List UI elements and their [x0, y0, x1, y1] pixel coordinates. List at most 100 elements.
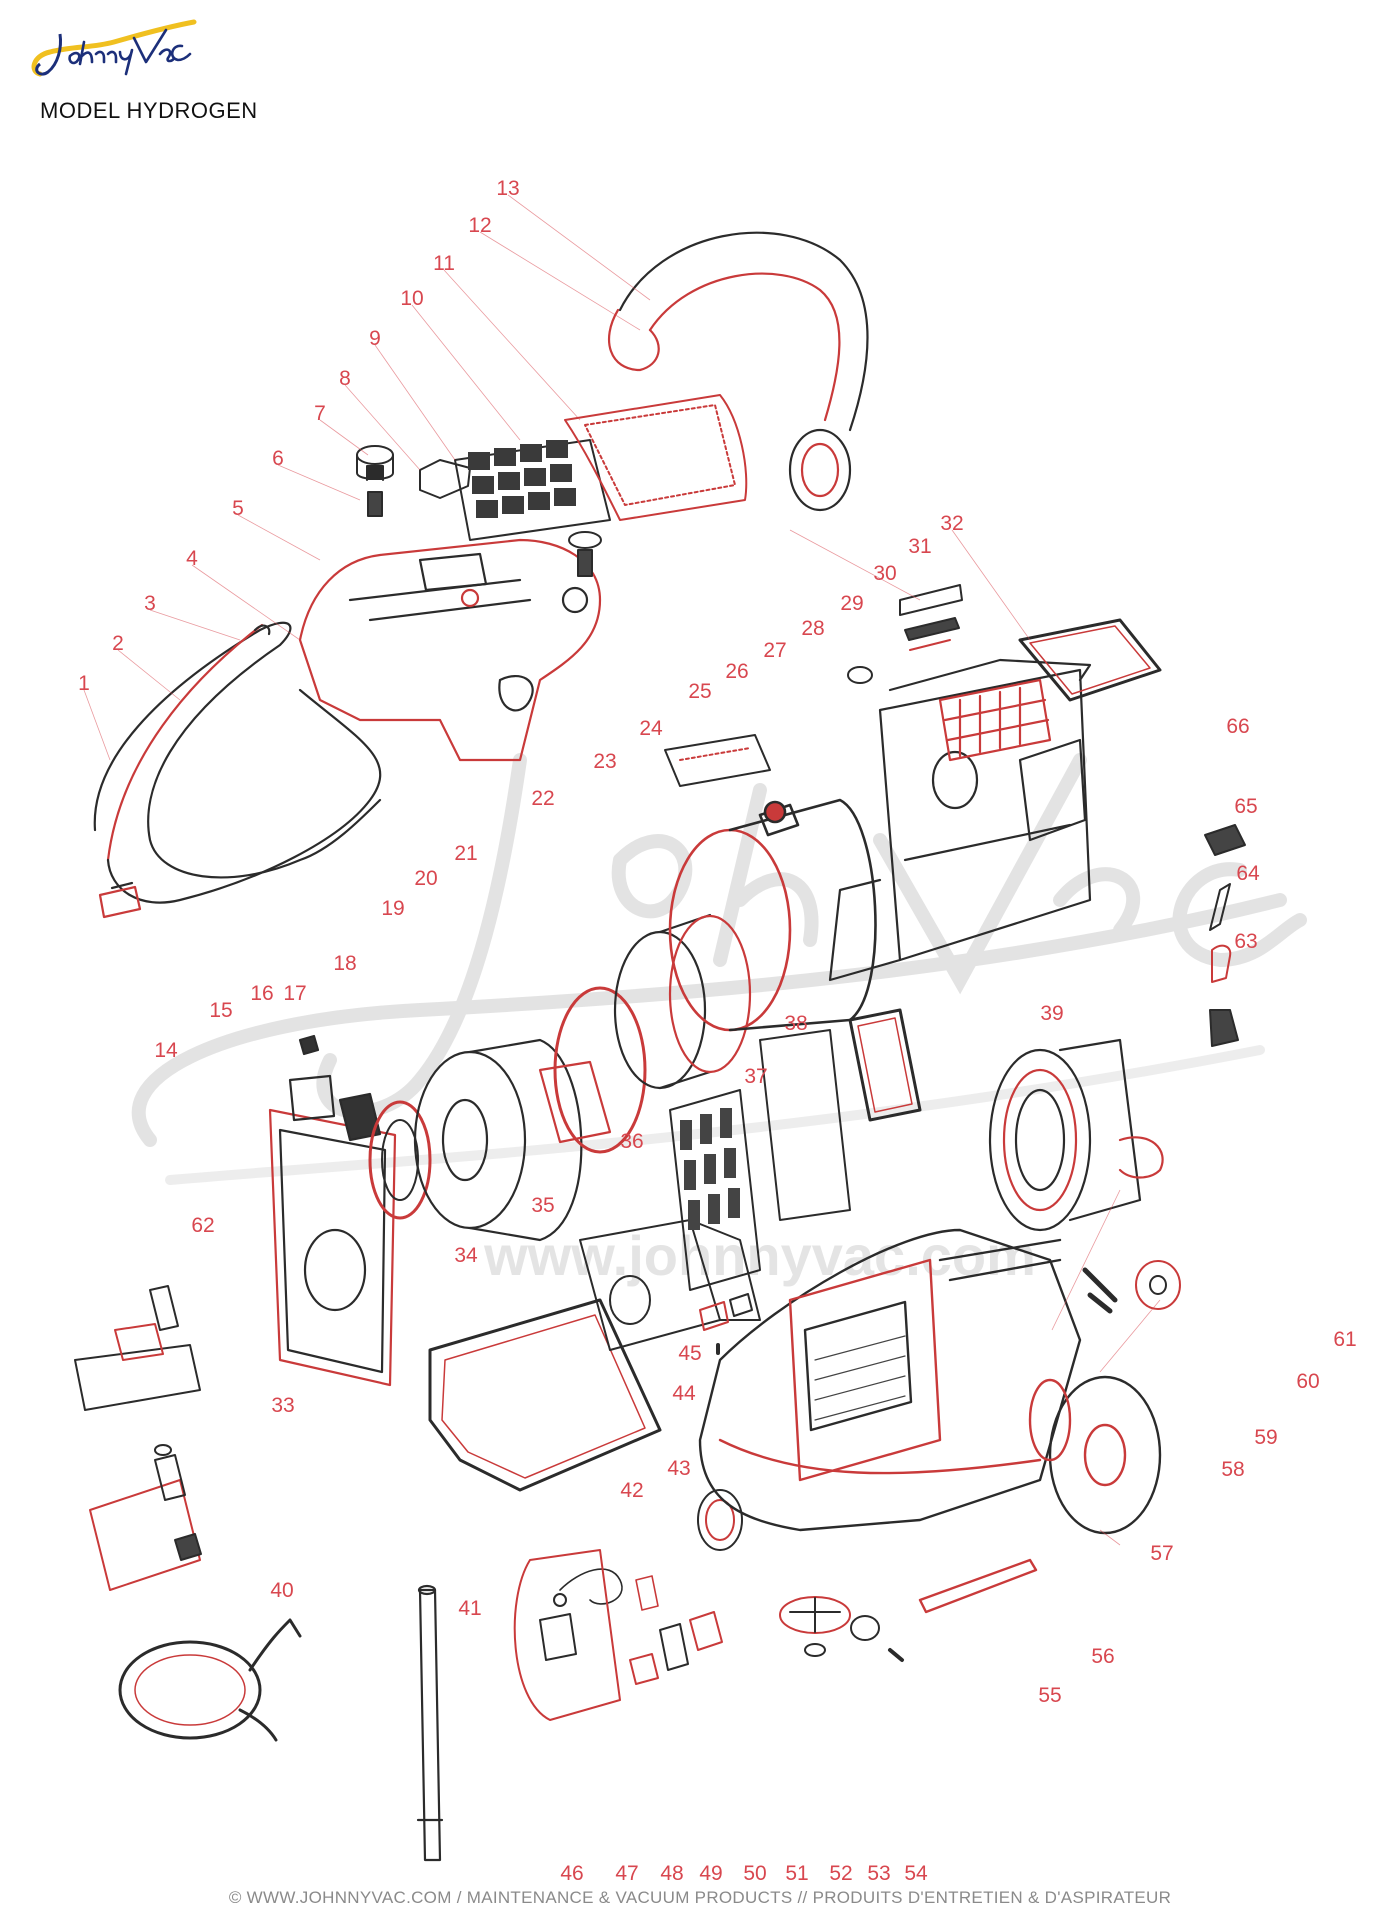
- part-number-label: 7: [314, 402, 326, 425]
- part-handle: [608, 231, 869, 512]
- part-axle: [1082, 1260, 1181, 1314]
- watermark-url: www.johnnyvac.com: [483, 1224, 1036, 1287]
- part-number-label: 16: [250, 982, 273, 1005]
- part-number-label: 49: [699, 1862, 722, 1885]
- part-number-label: 20: [414, 867, 437, 890]
- part-number-label: 58: [1221, 1458, 1244, 1481]
- part-number-label: 8: [339, 367, 351, 390]
- part-number-label: 12: [468, 214, 491, 237]
- part-number-label: 38: [784, 1012, 807, 1035]
- part-number-label: 57: [1150, 1542, 1173, 1565]
- part-side-panel: [513, 1549, 621, 1721]
- part-number-label: 2: [112, 632, 124, 655]
- part-number-label: 50: [743, 1862, 766, 1885]
- part-number-label: 5: [232, 497, 244, 520]
- part-number-label: 31: [908, 535, 931, 558]
- part-number-label: 23: [593, 750, 616, 773]
- part-bag-door: [268, 1034, 397, 1387]
- part-number-label: 22: [531, 787, 554, 810]
- part-hose: [118, 1618, 302, 1742]
- part-motor-sleeve: [613, 913, 752, 1090]
- part-number-label: 14: [154, 1039, 178, 1062]
- johnnyvac-logo: [22, 12, 202, 97]
- part-number-label: 60: [1296, 1370, 1319, 1393]
- part-number-label: 24: [639, 717, 663, 740]
- part-number-label: 34: [454, 1244, 478, 1267]
- part-number-label: 10: [400, 287, 423, 310]
- part-number-label: 36: [620, 1130, 643, 1153]
- part-cassette-filter: [669, 1029, 851, 1291]
- part-frame-gasket: [848, 1008, 922, 1122]
- part-gasket-frame: [1018, 618, 1162, 702]
- part-number-label: 19: [381, 897, 404, 920]
- part-number-label: 52: [829, 1862, 852, 1885]
- part-motor-housing: [668, 798, 877, 1032]
- part-bag-compartment: [828, 658, 1092, 982]
- part-turbo-brush: [74, 1285, 201, 1411]
- part-number-label: 28: [801, 617, 824, 640]
- part-number-label: 55: [1038, 1684, 1061, 1707]
- part-number-label: 54: [904, 1862, 928, 1885]
- part-grille: [564, 394, 748, 521]
- part-number-label: 32: [940, 512, 963, 535]
- part-number-label: 44: [672, 1382, 696, 1405]
- part-number-label: 51: [785, 1862, 808, 1885]
- part-motor: [413, 1038, 612, 1242]
- part-switch-set: [629, 1489, 743, 1685]
- part-number-label: 25: [688, 680, 711, 703]
- part-number-label: 1: [78, 672, 90, 695]
- part-number-label: 56: [1091, 1645, 1114, 1668]
- part-number-label: 39: [1040, 1002, 1063, 1025]
- part-number-label: 29: [840, 592, 863, 615]
- part-number-label: 18: [333, 952, 356, 975]
- part-number-label: 9: [369, 327, 381, 350]
- part-number-label: 26: [725, 660, 748, 683]
- part-seal-ring: [368, 1100, 432, 1220]
- part-number-label: 65: [1234, 795, 1257, 818]
- part-number-label: 41: [458, 1597, 481, 1620]
- leader-lines: [83, 194, 1161, 1546]
- part-number-label: 30: [873, 562, 896, 585]
- part-number-label: 4: [186, 547, 198, 570]
- part-cord-reel: [988, 1038, 1164, 1232]
- part-number-label: 35: [531, 1194, 554, 1217]
- part-number-label: 15: [209, 999, 232, 1022]
- part-number-label: 61: [1333, 1328, 1356, 1351]
- part-number-label: 59: [1254, 1426, 1277, 1449]
- part-accessory-tools: [1204, 824, 1246, 1047]
- part-number-label: 53: [867, 1862, 890, 1885]
- part-lower-gasket: [428, 1298, 662, 1492]
- part-filter-cover: [419, 439, 611, 541]
- part-bracket: [847, 584, 963, 684]
- part-rear-wheel: [1028, 1375, 1162, 1535]
- part-filter-pad: [664, 734, 771, 787]
- part-number-label: 3: [144, 592, 156, 615]
- part-bumper-strip: [918, 1558, 1038, 1614]
- part-number-label: 42: [620, 1479, 643, 1502]
- part-number-label: 48: [660, 1862, 683, 1885]
- part-cable: [559, 1568, 659, 1611]
- part-number-label: 40: [270, 1579, 293, 1602]
- part-base-body: [698, 1228, 1082, 1532]
- part-number-label: 62: [191, 1214, 214, 1237]
- model-title: MODEL HYDROGEN: [40, 98, 258, 123]
- part-floor-nozzle: [89, 1444, 202, 1591]
- part-tube: [416, 1584, 444, 1862]
- part-latch: [699, 1293, 753, 1355]
- part-number-label: 21: [454, 842, 477, 865]
- part-front-cover: [93, 621, 382, 919]
- part-number-label: 27: [763, 639, 786, 662]
- part-caster: [779, 1596, 904, 1662]
- part-number-label: 17: [283, 982, 306, 1005]
- part-number-label: 45: [678, 1342, 701, 1365]
- part-number-label: 37: [744, 1065, 767, 1088]
- part-number-label: 66: [1226, 715, 1249, 738]
- footer-copyright: © WWW.JOHNNYVAC.COM / MAINTENANCE & VACU…: [228, 1888, 1172, 1907]
- watermark-logo: [131, 753, 1307, 1185]
- part-number-label: 46: [560, 1862, 583, 1885]
- part-number-label: 63: [1234, 930, 1257, 953]
- part-filter-box: [579, 1219, 761, 1351]
